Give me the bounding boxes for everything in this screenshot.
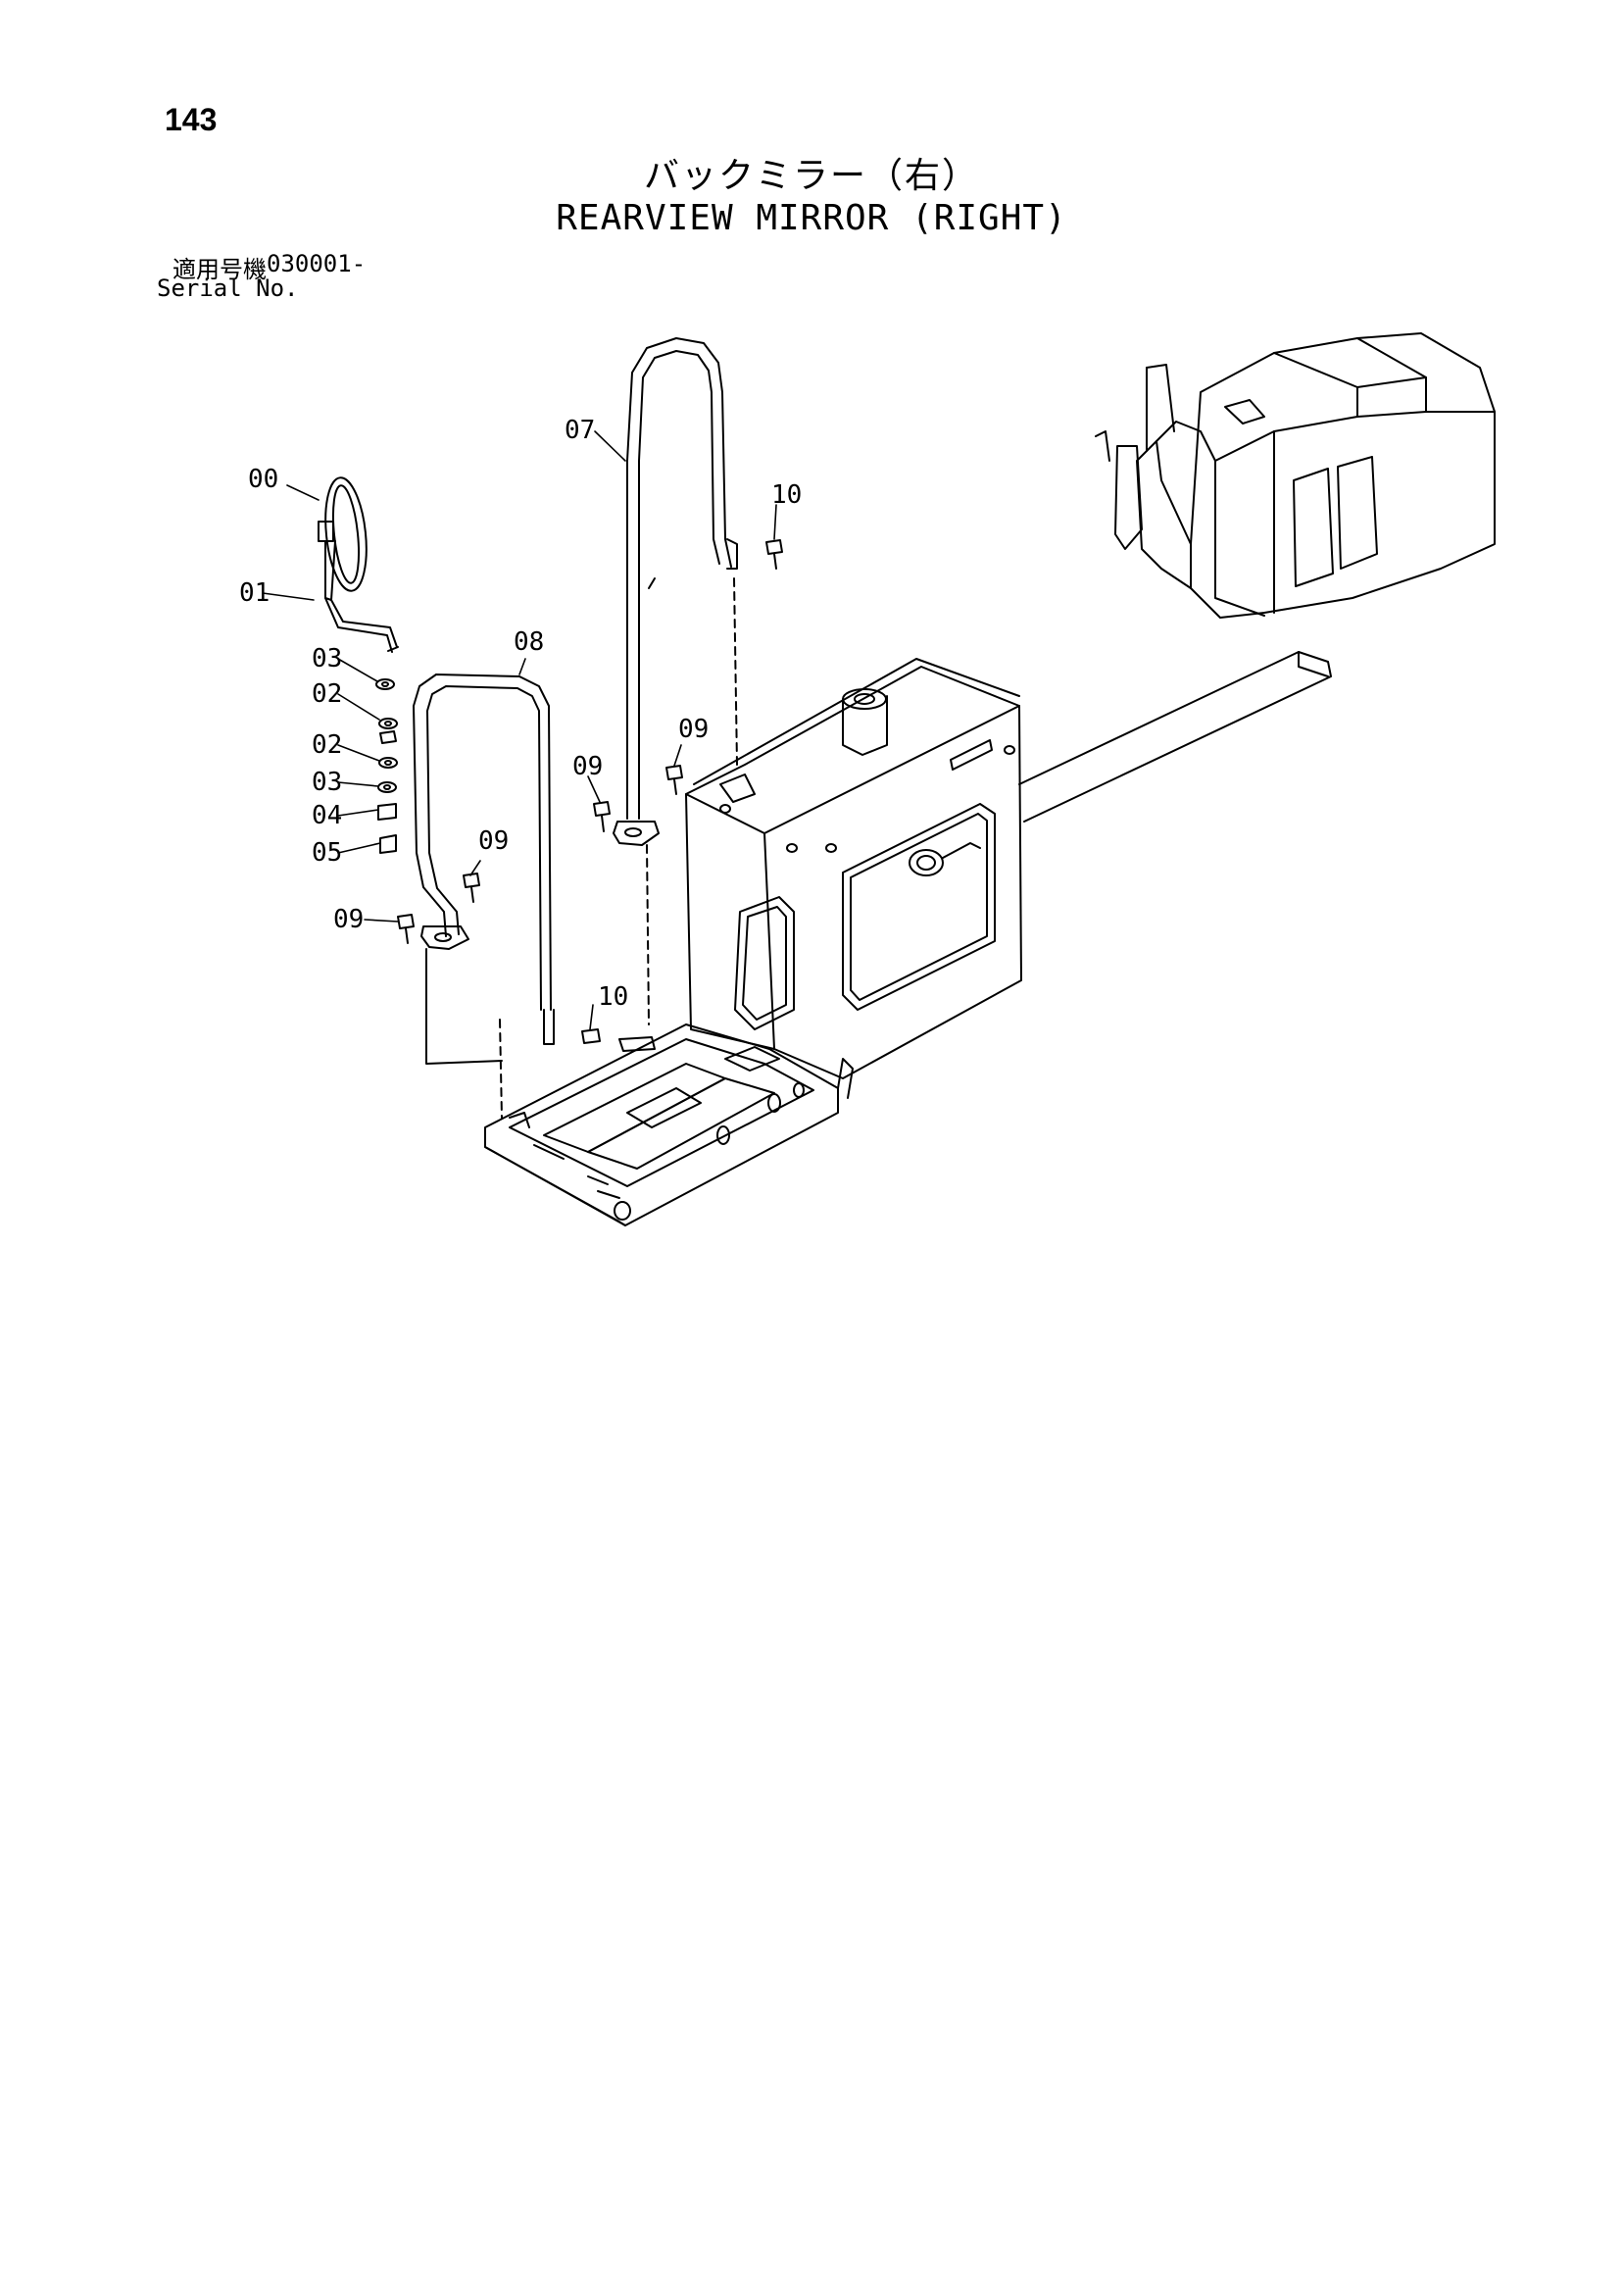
callout-stay-01: 01 xyxy=(239,578,270,608)
serial-range: 030001- xyxy=(267,250,367,277)
callout-nut-05: 05 xyxy=(312,838,342,868)
callout-bolt-10-upper: 10 xyxy=(771,480,802,510)
serial-label-japanese: 適用号機 xyxy=(172,256,267,283)
callout-bolt-09-lower-left: 09 xyxy=(333,905,364,934)
bolts xyxy=(397,539,783,1044)
callout-washer-02-lower: 02 xyxy=(312,730,342,760)
leader-lines xyxy=(262,430,777,1030)
floor-frame xyxy=(484,1023,854,1226)
callout-bolt-10-lower: 10 xyxy=(598,982,628,1012)
callout-bolt-09-center: 09 xyxy=(572,752,603,781)
callout-handrail-07: 07 xyxy=(565,416,595,445)
callout-mirror-00: 00 xyxy=(248,465,278,494)
handrail-07 xyxy=(613,337,738,1025)
handrail-08 xyxy=(413,674,555,1119)
callout-washer-03-upper: 03 xyxy=(312,644,342,674)
callout-bolt-09-right: 09 xyxy=(678,715,709,744)
page-number: 143 xyxy=(165,102,218,137)
cab-body xyxy=(685,658,1022,1079)
callout-washer-03-lower: 03 xyxy=(312,768,342,797)
serial-label-english: Serial No. xyxy=(157,275,299,302)
support-beam xyxy=(1018,651,1332,823)
callout-spring-washer-04: 04 xyxy=(312,801,342,830)
excavator-inset xyxy=(1095,332,1496,619)
page-title-japanese: バックミラー（右） xyxy=(643,156,979,196)
callout-bolt-09-mid: 09 xyxy=(478,826,509,856)
mirror-assembly xyxy=(318,476,399,653)
page-title-english: REARVIEW MIRROR (RIGHT) xyxy=(556,198,1067,238)
hardware-stack xyxy=(375,678,398,854)
callout-washer-02-upper: 02 xyxy=(312,679,342,709)
callout-handrail-08: 08 xyxy=(514,627,544,657)
